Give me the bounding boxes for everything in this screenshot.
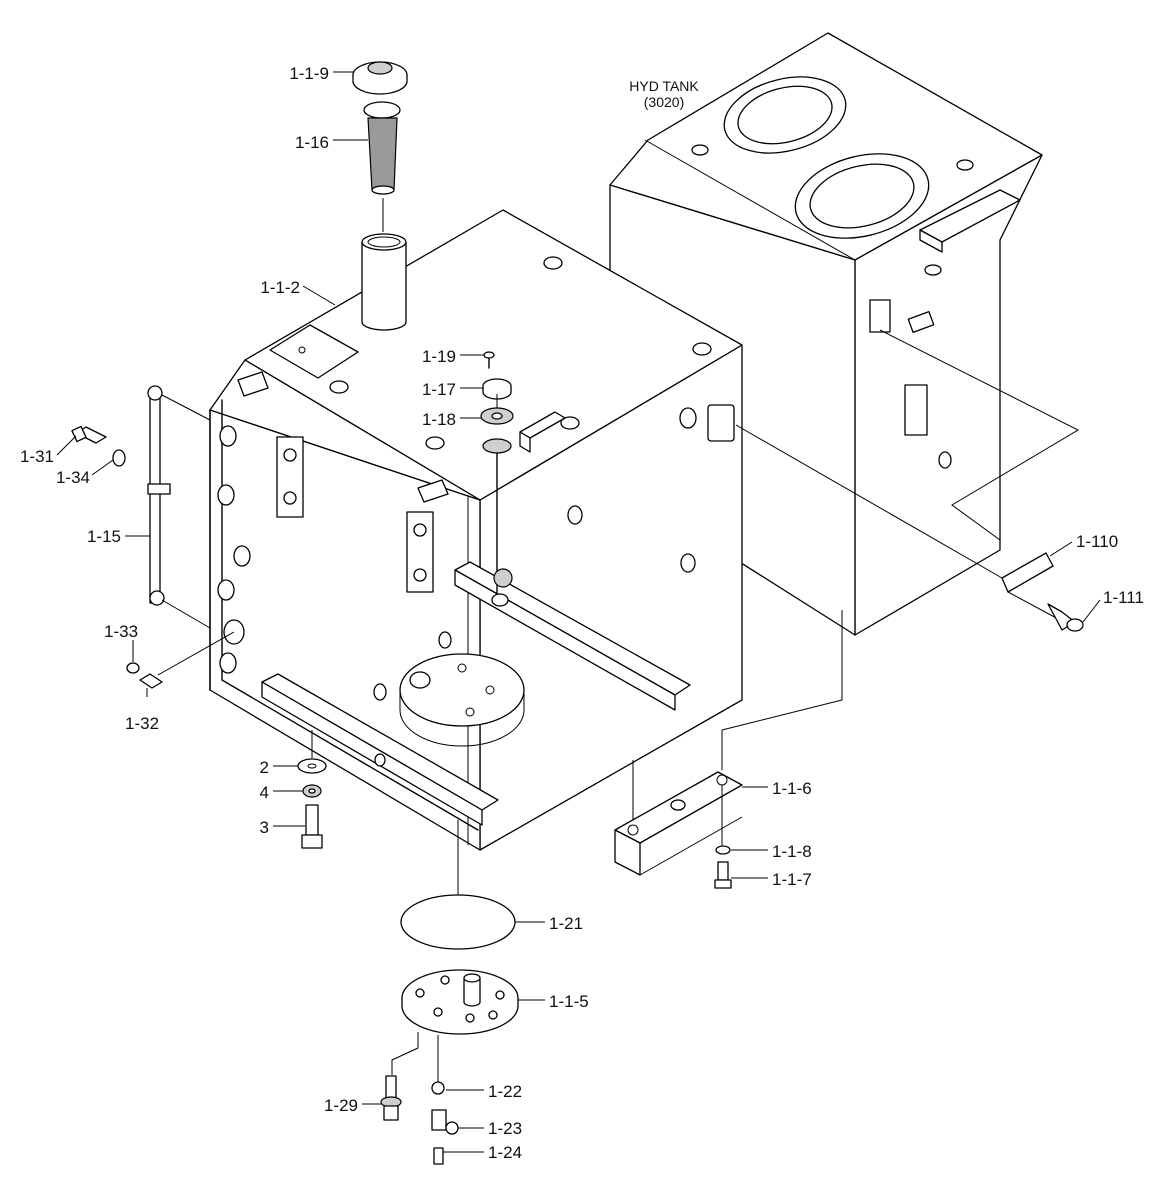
label-1-111: 1-111 bbox=[1103, 588, 1144, 607]
label-1-1-6: 1-1-6 bbox=[772, 779, 812, 798]
label-1-1-2: 1-1-2 bbox=[260, 278, 300, 297]
label-1-1-8: 1-1-8 bbox=[772, 842, 812, 861]
main-tank-body bbox=[209, 209, 743, 851]
filler-cap bbox=[352, 61, 408, 95]
strainer bbox=[363, 101, 401, 232]
label-1-15: 1-15 bbox=[87, 527, 121, 546]
label-1-32: 1-32 bbox=[125, 714, 159, 733]
bolt-stack bbox=[297, 730, 327, 849]
hyd-tank-annotation-line1: HYD TANK bbox=[629, 78, 699, 94]
level-gauge bbox=[147, 385, 211, 629]
label-1-23: 1-23 bbox=[488, 1119, 522, 1138]
bracket-fasteners bbox=[714, 845, 732, 889]
label-1-24: 1-24 bbox=[488, 1143, 522, 1162]
label-1-17: 1-17 bbox=[422, 380, 456, 399]
label-1-18: 1-18 bbox=[422, 410, 456, 429]
hyd-tank-annotation-line2: (3020) bbox=[644, 94, 684, 110]
label-1-1-9: 1-1-9 bbox=[289, 64, 329, 83]
side-plate-parts bbox=[735, 424, 1084, 632]
drain-parts bbox=[380, 820, 519, 1165]
label-1-1-5: 1-1-5 bbox=[549, 992, 589, 1011]
label-2: 2 bbox=[260, 758, 269, 777]
gauge-parts bbox=[480, 351, 514, 454]
label-1-31: 1-31 bbox=[20, 447, 54, 466]
label-1-1-7: 1-1-7 bbox=[772, 870, 812, 889]
leader-lines bbox=[56, 71, 1101, 1153]
label-1-29: 1-29 bbox=[324, 1096, 358, 1115]
label-1-21: 1-21 bbox=[549, 914, 583, 933]
part-labels: 1-1-9 1-16 1-1-2 1-19 1-17 1-18 1-31 1-3… bbox=[20, 64, 1144, 1162]
label-1-33: 1-33 bbox=[104, 622, 138, 641]
left-fasteners bbox=[71, 425, 235, 689]
mounting-bracket bbox=[614, 610, 843, 876]
label-1-19: 1-19 bbox=[422, 347, 456, 366]
label-1-34: 1-34 bbox=[56, 468, 90, 487]
label-3: 3 bbox=[260, 818, 269, 837]
label-1-22: 1-22 bbox=[488, 1082, 522, 1101]
label-1-16: 1-16 bbox=[295, 133, 329, 152]
label-4: 4 bbox=[260, 783, 269, 802]
label-1-110: 1-110 bbox=[1076, 532, 1118, 551]
